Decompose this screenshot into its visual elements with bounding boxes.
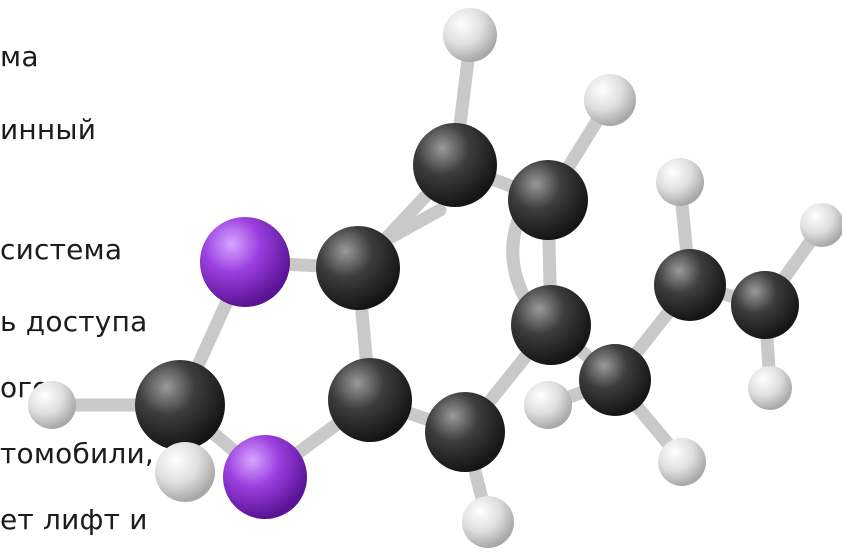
- hydrogen-atom: [28, 381, 76, 429]
- carbon-atom: [328, 358, 412, 442]
- hydrogen-atom: [462, 496, 514, 548]
- text-line-3: система: [0, 233, 123, 266]
- atom-group: [28, 8, 842, 548]
- hydrogen-atom: [584, 74, 636, 126]
- carbon-atom: [135, 360, 225, 450]
- hydrogen-atom: [748, 366, 792, 410]
- hydrogen-atom: [155, 442, 215, 502]
- carbon-atom: [511, 285, 591, 365]
- text-line-4: ь доступа: [0, 305, 148, 338]
- hydrogen-atom: [658, 438, 706, 486]
- cropped-text-column: ма инный система ь доступа ого томобили,…: [0, 0, 220, 553]
- carbon-atom: [425, 392, 505, 472]
- carbon-atom: [316, 226, 400, 310]
- carbon-atom: [508, 160, 588, 240]
- text-line-2: инный: [0, 113, 97, 146]
- nitrogen-atom: [223, 435, 307, 519]
- carbon-atom: [731, 271, 799, 339]
- carbon-atom: [579, 344, 651, 416]
- text-line-1: ма: [0, 40, 39, 73]
- text-line-6: томобили,: [0, 437, 154, 470]
- text-line-7: ет лифт и: [0, 503, 148, 536]
- carbon-atom: [654, 249, 726, 321]
- nitrogen-atom: [200, 217, 290, 307]
- hydrogen-atom: [800, 203, 842, 247]
- hydrogen-atom: [656, 158, 704, 206]
- hydrogen-atom: [524, 381, 572, 429]
- carbon-atom: [413, 123, 497, 207]
- hydrogen-atom: [443, 8, 497, 62]
